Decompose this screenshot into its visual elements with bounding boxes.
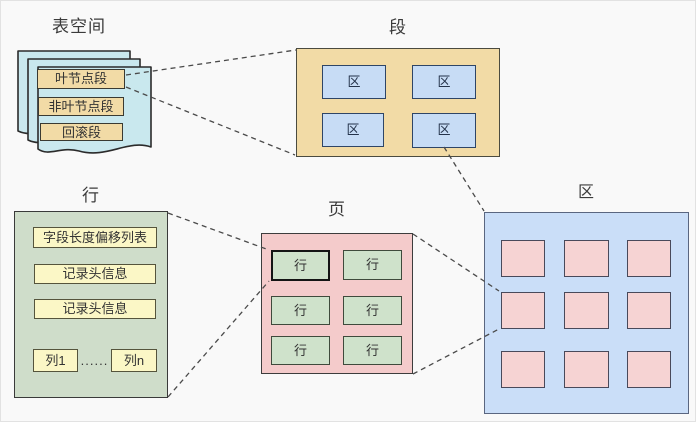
tablespace-segment-nonleaf: 非叶节点段 xyxy=(38,97,124,116)
record-header-info: 记录头信息 xyxy=(34,299,156,319)
page-title: 页 xyxy=(328,200,346,219)
row-cell-highlighted: 行 xyxy=(271,250,330,281)
row-cell: 行 xyxy=(271,336,330,365)
extent-cell: 区 xyxy=(412,65,476,99)
connector-row-to-pagecell-bottom xyxy=(167,280,270,398)
segment-box: 区 区 区 区 xyxy=(296,48,500,157)
columns-ellipsis: ...... xyxy=(80,353,109,368)
column-first: 列1 xyxy=(33,349,78,372)
row-cell: 行 xyxy=(271,296,330,325)
extent-title: 区 xyxy=(577,184,595,201)
page-cell xyxy=(627,292,671,329)
row-cell: 行 xyxy=(343,336,402,365)
column-last: 列n xyxy=(111,349,157,372)
page-cell xyxy=(501,351,545,388)
tablespace-title: 表空间 xyxy=(52,17,106,36)
page-cell xyxy=(564,240,609,277)
segment-title: 段 xyxy=(389,18,407,37)
extent-cell: 区 xyxy=(322,65,386,99)
record-header-info: 记录头信息 xyxy=(34,264,156,284)
page-cell xyxy=(501,240,545,277)
extent-cell: 区 xyxy=(412,113,476,148)
page-cell xyxy=(627,351,671,388)
extent-box xyxy=(484,212,689,414)
extent-cell: 区 xyxy=(322,113,384,147)
connector-row-to-pagecell-top xyxy=(167,212,270,251)
tablespace-segment-leaf: 叶节点段 xyxy=(37,69,125,89)
row-cell: 行 xyxy=(343,296,402,325)
page-box: 行 行 行 行 行 行 xyxy=(261,233,413,374)
field-length-offset-list: 字段长度偏移列表 xyxy=(33,227,157,248)
page-cell xyxy=(501,292,545,329)
page-cell xyxy=(564,292,609,329)
row-cell: 行 xyxy=(343,250,402,280)
row-box: 字段长度偏移列表 记录头信息 记录头信息 列1 ...... 列n xyxy=(14,211,168,398)
tablespace-segment-rollback: 回滚段 xyxy=(40,123,123,141)
page-cell xyxy=(627,240,671,277)
page-cell xyxy=(564,351,609,388)
row-title: 行 xyxy=(82,186,100,205)
